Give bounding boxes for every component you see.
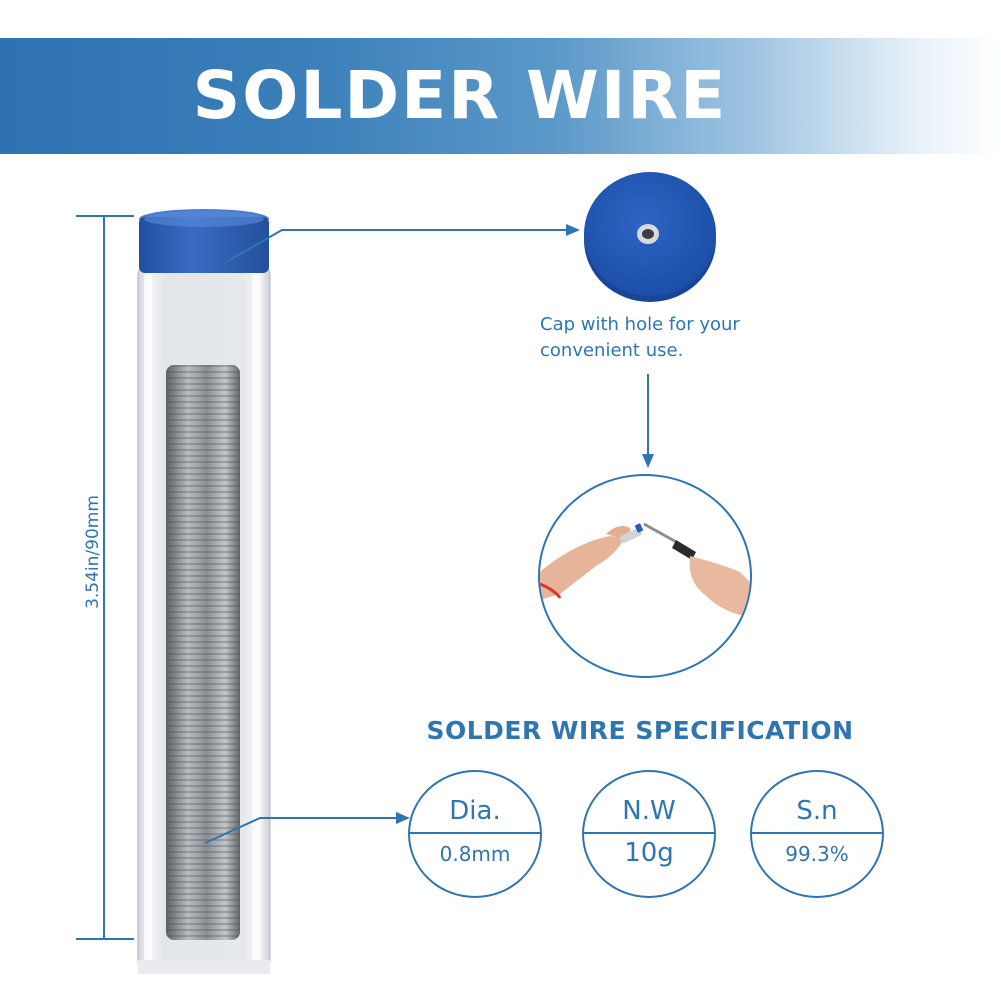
cap-caption: Cap with hole for your convenient use. [540,312,800,364]
cap-caption-line-2: convenient use. [540,340,684,361]
dimension-bottom-tick [76,938,134,940]
spec-net-weight-value: 10g [624,838,674,868]
cap-arrow-head [566,224,580,236]
dimension-top-tick [76,215,134,217]
spec-tin-content-key: S.n [796,796,838,826]
spec-tin-content: S.n 99.3% [750,770,884,898]
spec-tin-content-value: 99.3% [785,842,849,866]
spec-diameter-key: Dia. [449,796,501,826]
title-banner [0,38,1001,154]
solder-tube-image [120,205,290,984]
cap-caption-line-1: Cap with hole for your [540,314,740,335]
spec-net-weight: N.W 10g [582,770,716,898]
usage-arrow-head [642,454,654,468]
page-title: SOLDER WIRE [192,57,728,134]
spec-net-weight-key: N.W [622,796,676,826]
dimension-label: 3.54in/90mm [83,495,103,609]
cap-detail-image [584,172,716,302]
hands-soldering-illustration [540,522,750,616]
spec-divider [584,832,714,834]
spec-divider [410,832,540,834]
spec-title: SOLDER WIRE SPECIFICATION [426,716,854,745]
spec-arrow-head [396,812,410,824]
spec-diameter-value: 0.8mm [439,842,511,866]
dimension-vertical-line [103,215,105,940]
spec-diameter: Dia. 0.8mm [408,770,542,898]
spec-divider [752,832,882,834]
solder-tube-drawing [137,209,271,974]
usage-photo [538,474,752,678]
